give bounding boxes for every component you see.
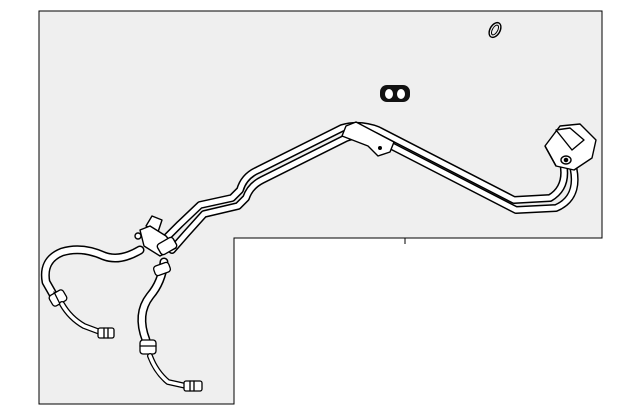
left-hose-end-connector-icon xyxy=(97,327,115,339)
junction-bracket-icon xyxy=(134,215,178,257)
left-hose-line xyxy=(40,245,145,339)
right-hose-fitting-icon xyxy=(139,339,157,355)
o-ring-seal-icon xyxy=(488,21,502,39)
mounting-bracket-icon xyxy=(544,123,597,171)
right-hose-end-connector-icon xyxy=(183,380,203,392)
cooler-line-assembly xyxy=(162,121,579,254)
right-hose-top-fitting-icon xyxy=(152,261,172,277)
diagram-panel xyxy=(38,10,603,405)
right-hose-line xyxy=(137,257,203,392)
retaining-clip-icon xyxy=(380,85,410,102)
